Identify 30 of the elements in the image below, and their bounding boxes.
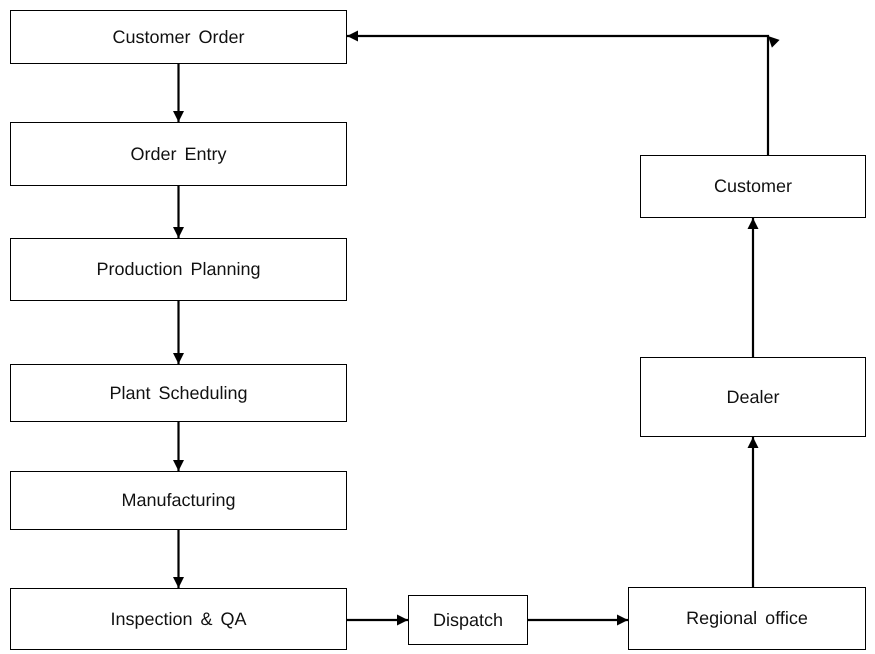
arrow — [173, 530, 184, 588]
box-label: Customer Order — [112, 26, 245, 48]
process-box — [408, 595, 528, 645]
arrow — [528, 614, 628, 626]
arrow — [748, 218, 758, 357]
process-box — [640, 357, 866, 437]
process-box — [10, 471, 347, 530]
process-box — [10, 588, 347, 650]
box-label: Production Planning — [96, 259, 261, 280]
box-label: Dispatch — [432, 610, 504, 630]
box-label: Customer — [714, 176, 792, 197]
box-label: Regional office — [686, 608, 808, 629]
process-box — [628, 587, 866, 650]
process-box — [10, 10, 347, 64]
box-label: Dealer — [726, 386, 780, 408]
process-box — [10, 364, 347, 422]
process-box — [10, 122, 347, 186]
arrow — [173, 186, 184, 238]
arrow — [347, 614, 408, 626]
arrow — [748, 437, 758, 587]
box-label: Inspection & QA — [110, 608, 247, 630]
arrow — [173, 64, 184, 122]
arrow — [173, 422, 184, 471]
box-label: Order Entry — [130, 144, 227, 164]
arrow — [173, 301, 184, 364]
process-box — [10, 238, 347, 301]
box-label: Manufacturing — [121, 490, 236, 511]
process-box — [640, 155, 866, 218]
box-label: Plant Scheduling — [109, 382, 248, 404]
arrow — [347, 30, 780, 155]
